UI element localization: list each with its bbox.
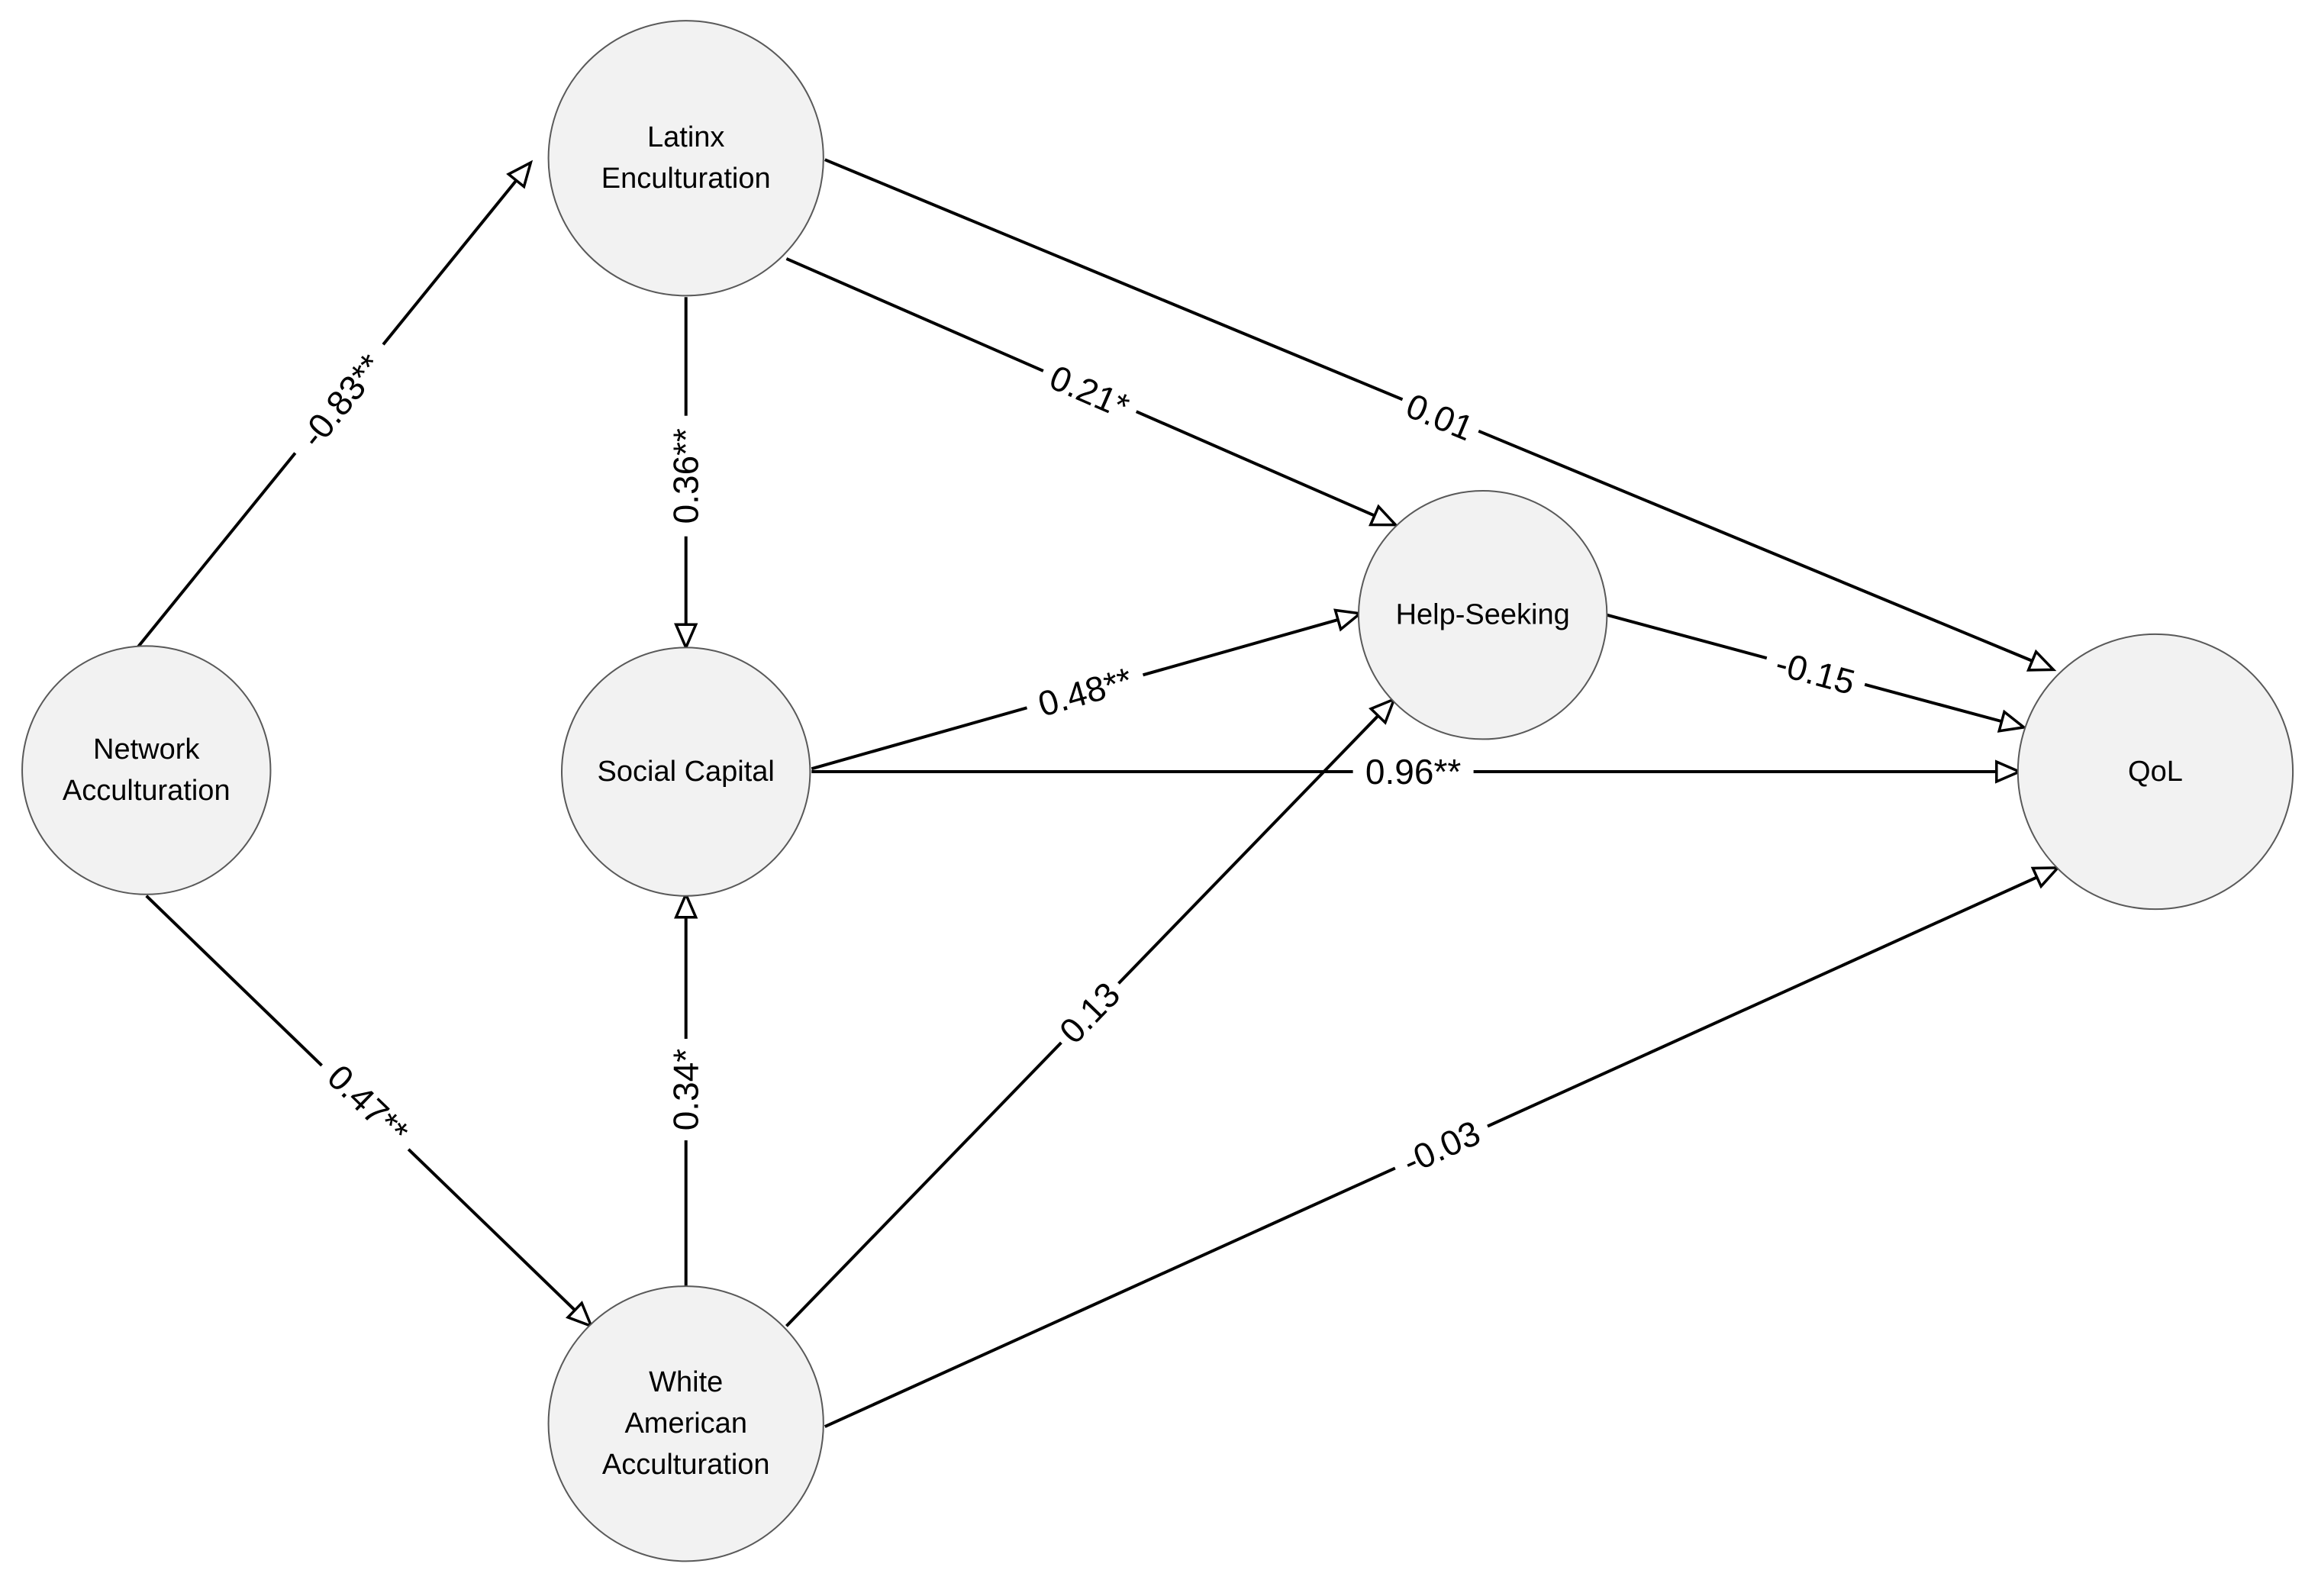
edge-network-white: 0.47** [145, 895, 594, 1329]
edge-label-background [1386, 1107, 1497, 1188]
node-label-latinx: Enculturation [601, 163, 771, 195]
edge-label-background [1761, 640, 1870, 706]
edge-label-group: 0.47** [310, 1047, 426, 1162]
edge-label-white-qol: -0.03 [1397, 1113, 1486, 1182]
edge-label-background [1394, 382, 1486, 452]
edge-social-qol: 0.96** [811, 751, 2023, 792]
edge-social-help: 0.48** [811, 608, 1364, 771]
node-label-social: Social Capital [598, 756, 775, 788]
edge-label-background [1046, 969, 1133, 1057]
edge-network-latinx: -0.83** [136, 160, 534, 649]
node-label-network: Network [93, 734, 200, 766]
edge-label-group: -0.03 [1386, 1107, 1497, 1188]
edge-label-group: 0.48** [1021, 655, 1149, 729]
node-help: Help-Seeking [1357, 490, 1608, 740]
edge-label-network-latinx: -0.83** [292, 347, 391, 455]
edge-label-group: 0.21* [1034, 353, 1145, 431]
arrowhead-icon [565, 1301, 594, 1329]
edge-label-background [281, 333, 401, 469]
arrowhead-icon [1333, 608, 1364, 632]
edge-white-social: 0.34* [665, 891, 707, 1287]
node-qol: QoL [2017, 633, 2294, 911]
arrowhead-icon [674, 623, 698, 651]
node-circle-latinx [547, 20, 824, 297]
edge-label-group: 0.34* [665, 1039, 707, 1140]
edge-label-social-qol: 0.96** [1365, 752, 1461, 792]
edge-label-group: -0.83** [281, 333, 401, 469]
edge-label-background [1021, 655, 1149, 729]
edge-label-background [665, 415, 707, 537]
arrowhead-icon [674, 891, 698, 919]
node-label-latinx: Latinx [647, 121, 724, 153]
node-label-white: American [624, 1407, 747, 1440]
node-circle-white [547, 1285, 824, 1562]
node-circle-network [21, 645, 272, 895]
arrowhead-icon [1995, 759, 2023, 784]
edge-label-white-social: 0.34* [666, 1049, 706, 1131]
edge-label-background [1034, 353, 1145, 431]
arrowhead-icon [1369, 504, 1399, 527]
node-circle-social [561, 646, 811, 897]
arrowhead-icon [2026, 649, 2057, 672]
node-circle-qol [2017, 633, 2294, 911]
edge-label-group: 0.01 [1394, 382, 1486, 452]
edge-white-qol: -0.03 [824, 866, 2062, 1428]
node-social: Social Capital [561, 646, 811, 897]
edge-label-group: -0.15 [1761, 640, 1870, 706]
edge-label-group: 0.96** [1352, 751, 1474, 792]
edge-label-group: 0.36** [665, 415, 707, 537]
node-label-qol: QoL [2128, 756, 2183, 788]
edge-white-help: 0.13 [785, 696, 1397, 1327]
edge-label-background [310, 1047, 426, 1162]
arrowhead-icon [2030, 866, 2062, 889]
edge-label-background [665, 1039, 707, 1140]
node-label-help: Help-Seeking [1396, 599, 1570, 631]
edge-label-latinx-social: 0.36** [666, 428, 706, 524]
node-label-network: Acculturation [63, 775, 231, 807]
arrowhead-icon [506, 160, 534, 189]
node-circle-help [1357, 490, 1608, 740]
edge-latinx-social: 0.36** [665, 297, 707, 651]
edge-label-social-help: 0.48** [1033, 659, 1136, 724]
edge-latinx-help: 0.21* [785, 257, 1399, 527]
node-label-white: White [649, 1366, 723, 1398]
arrowhead-icon [1369, 696, 1397, 725]
edge-label-latinx-help: 0.21* [1044, 357, 1135, 427]
edge-label-background [1352, 751, 1474, 792]
arrowhead-icon [1997, 709, 2027, 733]
edge-label-network-white: 0.47** [320, 1057, 416, 1153]
node-label-white: Acculturation [602, 1449, 770, 1481]
